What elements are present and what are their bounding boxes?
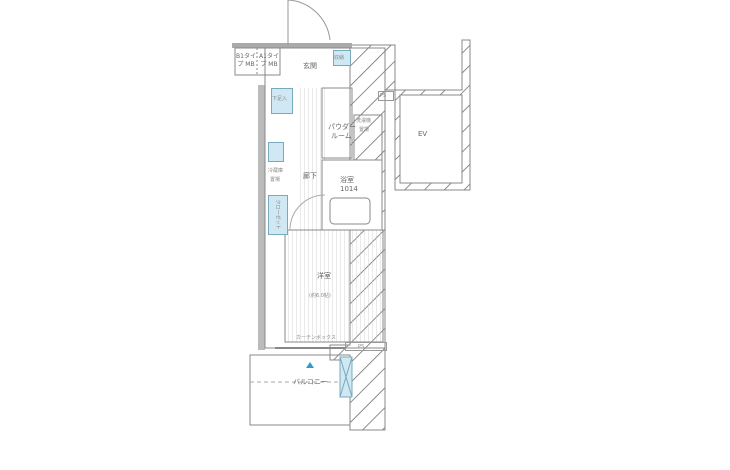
room-size-label: (約6.0帖) <box>309 293 331 299</box>
left-wall <box>258 85 265 350</box>
washer-area <box>353 114 383 161</box>
mb-a1-label: A1タイプ MB <box>259 53 279 68</box>
powder-room <box>321 87 353 159</box>
bathtub <box>329 197 371 225</box>
western-room-floor <box>284 229 384 343</box>
sink-area <box>268 142 284 162</box>
shoe-box-label: 下足入 <box>272 96 288 102</box>
washer-label-2: 置場 <box>359 127 370 133</box>
ps-bottom-label: PS <box>358 344 365 350</box>
balcony-label: バルコニー <box>293 378 328 386</box>
entrance-door <box>287 0 331 45</box>
ps-box-bottom <box>345 342 387 351</box>
closet-label: クローゼット <box>274 199 281 230</box>
ps-box-top <box>378 91 394 101</box>
powder-room-label-1: パウダー <box>328 123 356 131</box>
bath-label: 浴室 <box>340 176 354 184</box>
mb-b1-label: B1タイプ MB <box>236 53 256 68</box>
balcony-area <box>249 354 351 426</box>
washer-label-1: 洗濯機 <box>356 118 372 124</box>
elevator-label: EV <box>418 130 428 138</box>
room-door <box>289 194 326 231</box>
top-wall <box>232 43 352 48</box>
bath-size-label: 1014 <box>340 185 358 193</box>
fridge-label-1: 冷蔵庫 <box>268 168 284 174</box>
elevator-car <box>399 94 463 184</box>
shoe-box <box>271 88 293 114</box>
curtain-box-label: カーテンボックス <box>296 335 336 341</box>
ps-top-label: PS <box>380 93 387 99</box>
powder-room-label-2: ルーム <box>331 132 352 140</box>
closet <box>268 195 288 235</box>
fridge-label-2: 置場 <box>270 177 281 183</box>
entrance-label: 玄関 <box>303 62 317 70</box>
western-room-label: 洋室 <box>317 272 331 280</box>
storage-label: 収納 <box>334 55 345 61</box>
storage-area <box>333 50 351 66</box>
corridor-label: 廊下 <box>303 172 317 180</box>
window-arrow-icon <box>306 362 314 368</box>
